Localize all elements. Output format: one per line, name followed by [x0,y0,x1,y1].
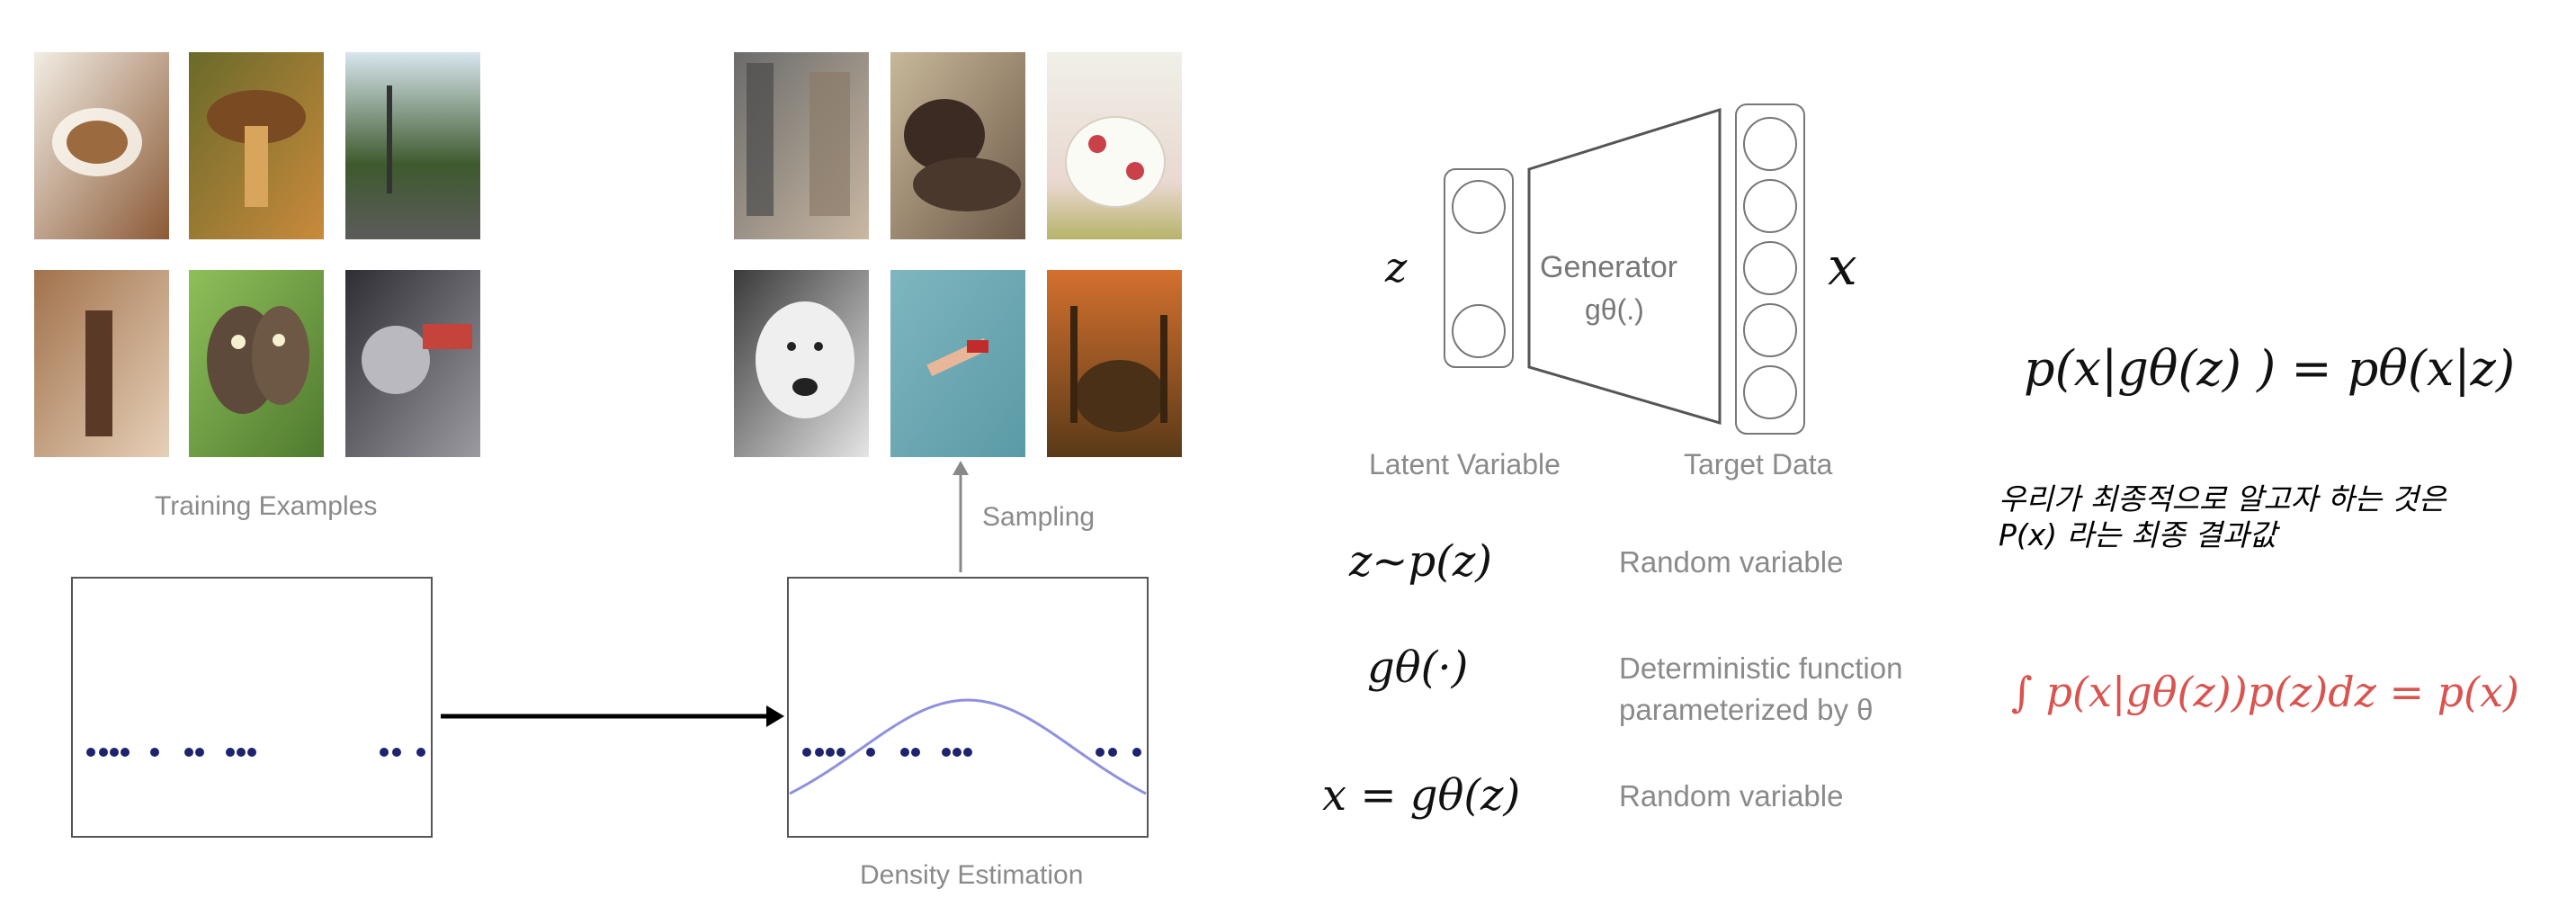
x-variable-label: x [1828,236,1857,297]
def-desc-g-2: parameterized by θ [1619,693,1873,727]
integral-equation: ∫ p(x|gθ(z))p(z)dz = p(x) [2011,668,2519,716]
def-formula-g: gθ(·) [1367,642,1468,693]
training-examples-label: Training Examples [155,491,377,522]
z-variable-label: z [1385,243,1407,292]
training-points-box [72,578,432,837]
def-desc-z: Random variable [1619,545,1843,579]
sample-images [734,52,1182,457]
density-estimation-label: Density Estimation [860,860,1083,891]
def-formula-z: z~p(z) [1349,536,1492,587]
street-image [345,52,480,239]
generator-subtitle: gθ(.) [1585,293,1644,327]
def-desc-g: Deterministic function [1619,651,1902,686]
arrow-head-icon [766,705,784,727]
def-desc-x: Random variable [1619,779,1843,813]
korean-note-line-1: 우리가 최종적으로 알고자 하는 것은 [1999,482,2446,516]
training-images [34,52,480,457]
def-formula-x: x = gθ(z) [1322,770,1520,821]
generator-title: Generator [1540,250,1677,285]
sampling-arrow-head-icon [953,461,969,475]
korean-note-line-2: P(x) 라는 최종 결과값 [1999,518,2276,552]
density-box [788,578,1148,837]
target-data-label: Target Data [1684,448,1832,481]
main-equation: p(x|gθ(z) ) = pθ(x|z) [2024,340,2515,397]
latent-variable-label: Latent Variable [1369,448,1561,481]
sampling-label: Sampling [982,502,1095,533]
